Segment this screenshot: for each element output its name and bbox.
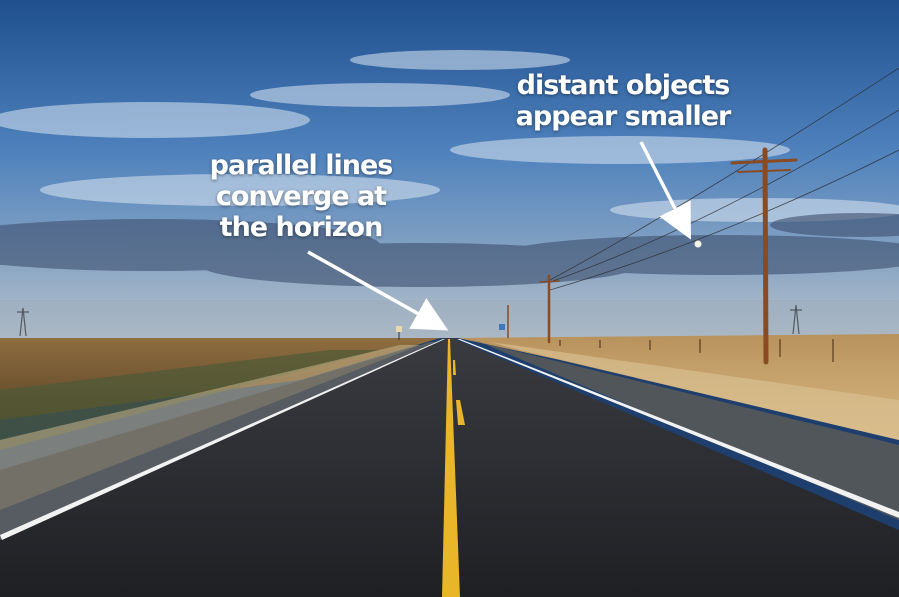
moon	[694, 240, 702, 248]
center-line	[442, 339, 460, 597]
annotation-distant-objects: distant objects appear smaller	[508, 70, 738, 132]
left-edge-line	[0, 339, 445, 540]
transmission-towers	[17, 304, 802, 337]
fence	[559, 339, 834, 362]
annotation-line: converge at	[215, 181, 387, 212]
power-lines	[549, 67, 899, 291]
annotation-parallel-lines: parallel lines converge at the horizon	[196, 150, 406, 243]
storm-clouds	[0, 213, 899, 287]
annotation-line: the horizon	[219, 212, 384, 243]
annotation-line: appear smaller	[515, 101, 732, 132]
annotation-line: distant objects	[516, 70, 731, 101]
utility-pole-distant	[539, 274, 560, 344]
arrow-to-moon	[639, 141, 691, 240]
right-edge-line	[457, 339, 899, 518]
arrow-to-horizon	[307, 250, 449, 331]
annotation-line: parallel lines	[209, 150, 394, 181]
utility-pole-near	[730, 147, 798, 365]
